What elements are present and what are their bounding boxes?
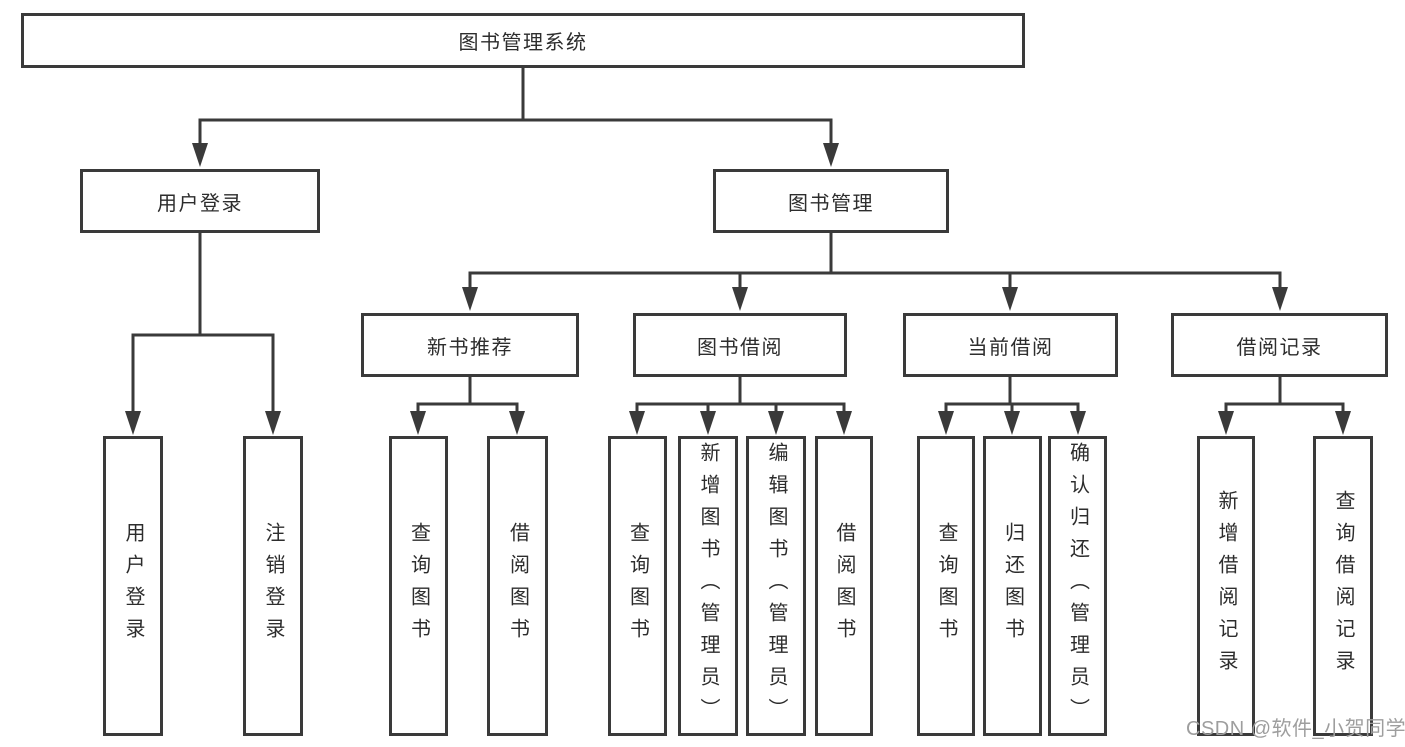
node-book-borrow: 图书借阅	[633, 313, 847, 377]
leaf-borrow-books-recommend-label: 借阅图书	[506, 522, 529, 650]
leaf-query-books-current: 查询图书	[917, 436, 975, 736]
leaf-borrow-books-recommend: 借阅图书	[487, 436, 548, 736]
node-borrow-records-label: 借阅记录	[1236, 336, 1323, 359]
leaf-query-borrow-record-label: 查询借阅记录	[1332, 490, 1354, 682]
connector-path	[131, 68, 1345, 416]
leaf-confirm-return-admin: 确认归还（管理员）	[1048, 436, 1107, 736]
leaf-query-books-borrow-label: 查询图书	[626, 522, 649, 650]
leaf-add-borrow-record-label: 新增借阅记录	[1215, 490, 1237, 682]
leaf-confirm-return-admin-label: 确认归还（管理员）	[1066, 442, 1089, 730]
node-new-book-recommend-label: 新书推荐	[427, 336, 513, 359]
leaf-user-login: 用户登录	[103, 436, 163, 736]
node-root-label: 图书管理系统	[458, 32, 588, 54]
node-new-book-recommend: 新书推荐	[361, 313, 579, 377]
node-book-borrow-label: 图书借阅	[697, 336, 783, 359]
leaf-query-books-recommend: 查询图书	[389, 436, 448, 736]
node-root: 图书管理系统	[21, 13, 1025, 68]
node-user-login-label: 用户登录	[157, 192, 243, 215]
watermark: CSDN @软件_小贺同学	[1186, 718, 1405, 740]
leaf-borrow-books-borrow-label: 借阅图书	[833, 522, 855, 650]
node-current-borrow: 当前借阅	[903, 313, 1118, 377]
leaf-add-books-admin-label: 新增图书（管理员）	[697, 442, 719, 730]
leaf-return-books-label: 归还图书	[1001, 522, 1024, 650]
leaf-query-books-recommend-label: 查询图书	[407, 522, 430, 650]
leaf-return-books: 归还图书	[983, 436, 1042, 736]
node-book-management-label: 图书管理	[788, 192, 874, 215]
leaf-user-login-label: 用户登录	[122, 522, 144, 650]
leaf-query-books-current-label: 查询图书	[935, 522, 957, 650]
leaf-logout-login: 注销登录	[243, 436, 303, 736]
leaf-query-borrow-record: 查询借阅记录	[1313, 436, 1373, 736]
arrowhead-icons	[125, 143, 1351, 435]
node-borrow-records: 借阅记录	[1171, 313, 1388, 377]
node-user-login: 用户登录	[80, 169, 320, 233]
leaf-edit-books-admin-label: 编辑图书（管理员）	[765, 442, 787, 730]
leaf-add-borrow-record: 新增借阅记录	[1197, 436, 1255, 736]
node-current-borrow-label: 当前借阅	[967, 336, 1054, 359]
leaf-borrow-books-borrow: 借阅图书	[815, 436, 873, 736]
node-book-management: 图书管理	[713, 169, 949, 233]
leaf-query-books-borrow: 查询图书	[608, 436, 667, 736]
leaf-logout-login-label: 注销登录	[262, 522, 284, 650]
leaf-add-books-admin: 新增图书（管理员）	[678, 436, 738, 736]
leaf-edit-books-admin: 编辑图书（管理员）	[746, 436, 806, 736]
